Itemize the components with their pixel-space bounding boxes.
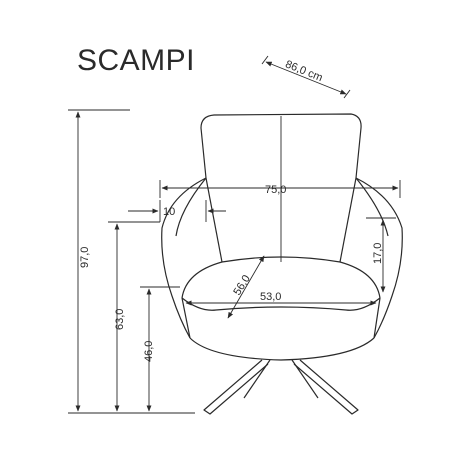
base-leg-right [293,359,359,415]
seat-depth-line [227,255,265,319]
chair-body-right [373,297,381,339]
base-leg-back-left [243,359,271,399]
left-armrest [161,177,207,339]
total-height-label: 97,0 [79,247,91,268]
left-armrest-inner [175,177,207,237]
dimension-lines [68,55,401,414]
right-armrest-inner [355,177,389,237]
chair-outline [161,113,403,415]
base-leg-left [203,359,269,415]
seat-height-label: 46,0 [143,341,155,362]
seat-cushion [181,256,381,299]
armrest-width-label: 10 [163,206,175,218]
backrest [200,113,362,179]
product-title: SCAMPI [77,44,196,77]
base-leg-back-right [291,359,319,399]
seat-width-label: 53,0 [260,291,281,303]
dimension-labels: 86,0 cm 97,0 63,0 46,0 75,0 10 17,0 56,0… [79,58,384,362]
armrest-height-label: 17,0 [372,243,384,264]
chair-body [189,337,375,361]
armrest-floor-height-label: 63,0 [114,309,126,330]
backrest-lower-right [339,177,357,263]
width-label: 75,0 [265,184,286,196]
right-armrest [355,177,403,339]
backrest-lower-left [205,177,223,263]
depth-label: 86,0 cm [283,58,324,84]
chair-body-left [181,297,191,339]
seat-front [181,297,381,311]
depth-dimension-line [265,61,347,95]
seat-depth-label: 56,0 [231,273,253,298]
